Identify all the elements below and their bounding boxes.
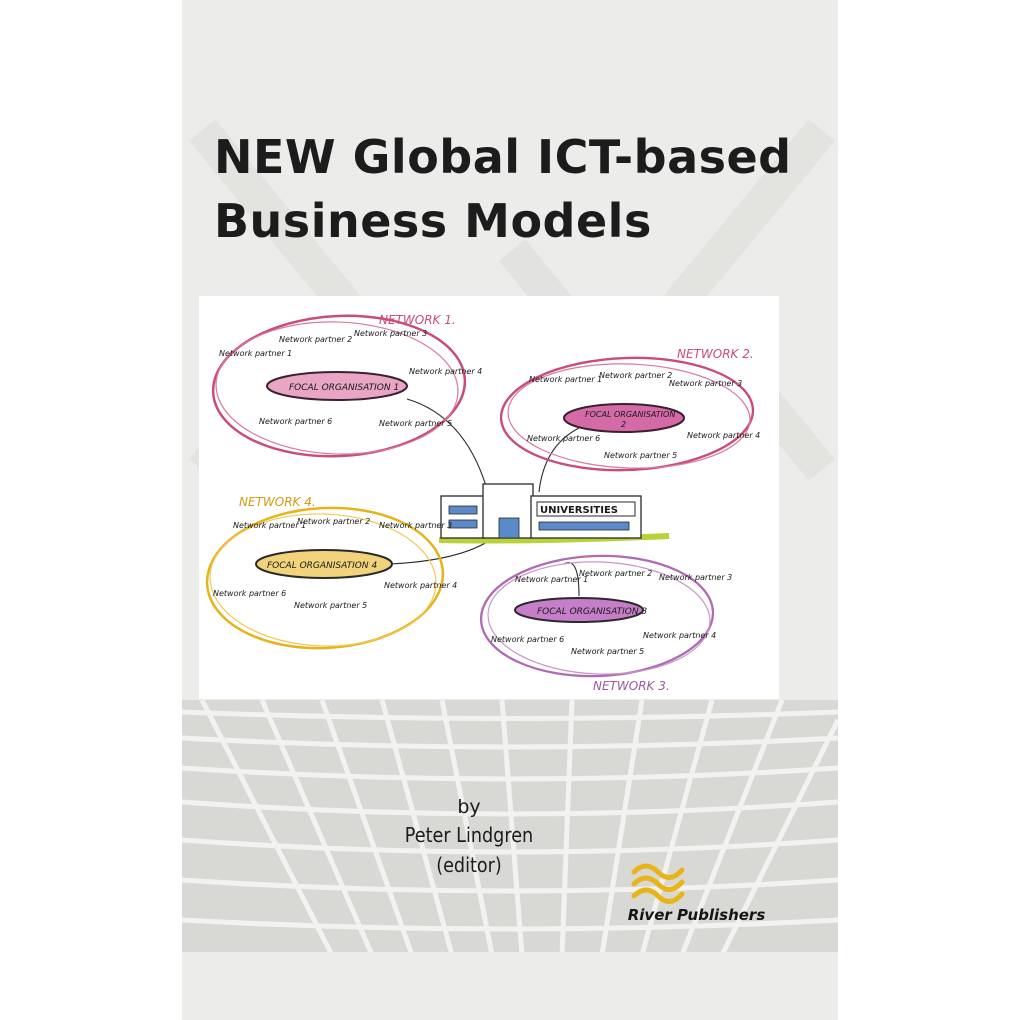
universities-building: UNIVERSITIES: [438, 483, 670, 544]
focal-organisation-3: FOCAL ORGANISATION 3: [537, 607, 647, 617]
network-illustration: NETWORK 1. FOCAL ORGANISATION 1 Network …: [199, 296, 779, 699]
n3-partner-6: Network partner 6: [491, 635, 564, 644]
book-cover: NEW Global ICT-based Business Models NET…: [182, 0, 838, 1020]
network-2-label: NETWORK 2.: [677, 347, 754, 361]
publisher-logo: River Publishers: [624, 858, 769, 928]
n1-partner-3: Network partner 3: [354, 329, 427, 338]
n4-partner-3: Network partner 3: [379, 521, 452, 530]
network-3-label: NETWORK 3.: [593, 679, 670, 693]
n4-partner-5: Network partner 5: [294, 601, 367, 610]
network-1-label: NETWORK 1.: [379, 313, 456, 327]
title-line-2: Business Models: [214, 194, 652, 248]
n1-partner-1: Network partner 1: [219, 349, 292, 358]
river-wave-icon: [631, 863, 685, 904]
network-4: NETWORK 4. FOCAL ORGANISATION 4 Network …: [205, 495, 457, 650]
byline: by Peter Lindgren (editor): [364, 794, 574, 880]
n4-partner-1: Network partner 1: [233, 521, 306, 530]
n3-partner-4: Network partner 4: [643, 631, 716, 640]
n2-partner-3: Network partner 3: [669, 379, 742, 388]
focal-organisation-4: FOCAL ORGANISATION 4: [267, 561, 377, 571]
n3-partner-1: Network partner 1: [515, 575, 588, 584]
focal-organisation-2: FOCAL ORGANISATION: [585, 410, 675, 419]
focal-organisation-1: FOCAL ORGANISATION 1: [289, 383, 399, 393]
n2-partner-2: Network partner 2: [599, 371, 672, 380]
n2-partner-5: Network partner 5: [604, 451, 677, 460]
n1-partner-4: Network partner 4: [409, 367, 482, 376]
n3-partner-3: Network partner 3: [659, 573, 732, 582]
network-2: NETWORK 2. FOCAL ORGANISATION 2 Network …: [499, 347, 760, 472]
publisher-name: River Publishers: [627, 906, 766, 924]
cover-background-pattern: [182, 119, 838, 1020]
n4-partner-6: Network partner 6: [213, 589, 286, 598]
editor-name: Peter Lindgren (editor): [404, 823, 534, 877]
n3-partner-5: Network partner 5: [571, 647, 644, 656]
network-3: NETWORK 3. FOCAL ORGANISATION 3 Network …: [479, 554, 732, 693]
n2-partner-1: Network partner 1: [529, 375, 602, 384]
focal-organisation-2-number: 2: [621, 420, 626, 429]
n3-partner-2: Network partner 2: [579, 569, 652, 578]
n2-partner-4: Network partner 4: [687, 431, 760, 440]
book-title: NEW Global ICT-based Business Models: [214, 125, 824, 253]
n1-partner-2: Network partner 2: [279, 335, 352, 344]
n1-partner-5: Network partner 5: [379, 419, 452, 428]
network-1: NETWORK 1. FOCAL ORGANISATION 1 Network …: [211, 313, 482, 458]
universities-sign: UNIVERSITIES: [540, 505, 618, 516]
n1-partner-6: Network partner 6: [259, 417, 332, 426]
network-4-label: NETWORK 4.: [239, 495, 316, 509]
n2-partner-6: Network partner 6: [527, 434, 600, 443]
by-label: by: [457, 796, 481, 818]
title-line-1: NEW Global ICT-based: [214, 130, 792, 184]
n4-partner-4: Network partner 4: [384, 581, 457, 590]
n4-partner-2: Network partner 2: [297, 517, 370, 526]
